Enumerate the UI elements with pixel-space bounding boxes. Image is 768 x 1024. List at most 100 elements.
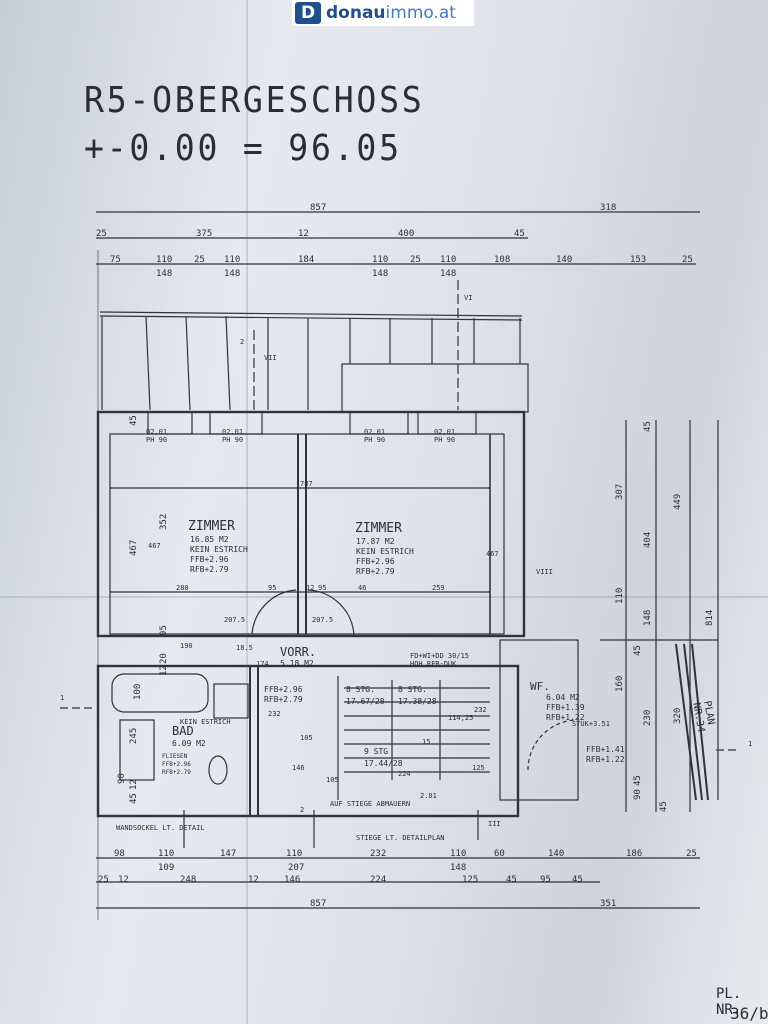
dimension-label: 148 <box>372 269 388 279</box>
dimension-label: 148 <box>450 863 466 873</box>
annotation-label: 12 <box>306 584 314 592</box>
room-rfb: RFB+2.79 <box>190 565 229 574</box>
annotation-label: 259 <box>432 584 445 592</box>
dimension-label: 25 <box>682 255 693 265</box>
dimension-label: 125 <box>462 875 478 885</box>
dimension-label: 110 <box>440 255 456 265</box>
washbasin <box>213 683 249 719</box>
annotation-label: 95 <box>268 584 276 592</box>
annotation-label: 46 <box>358 584 366 592</box>
room-name: VORR. <box>280 645 316 659</box>
dimension-label: 45 <box>514 229 525 239</box>
annotation-label: 467 <box>486 550 499 558</box>
annotation-label: 207.5 <box>224 616 245 624</box>
door-swing <box>307 589 355 637</box>
room-note: KEIN ESTRICH <box>190 545 248 554</box>
plan-title: R5-OBERGESCHOSS <box>84 80 425 121</box>
annotation-label: 1 <box>748 740 752 748</box>
wf-lower-rfb: RFB+1.22 <box>586 755 625 764</box>
dimension-label: 232 <box>370 849 386 859</box>
dimension-label: 153 <box>630 255 646 265</box>
dimension-label: 307 <box>615 484 625 500</box>
annotation-label: VII <box>264 354 277 362</box>
dimension-label: 45 <box>506 875 517 885</box>
toilet <box>208 755 228 785</box>
annotation-label: 2 <box>300 806 304 814</box>
dimension-label: 110 <box>286 849 302 859</box>
annotation-label: 105 <box>326 776 339 784</box>
dimension-label: 207 <box>288 863 304 873</box>
dimension-label: 95 <box>540 875 551 885</box>
shower-tray <box>119 719 155 781</box>
annotation-label: 1 <box>60 694 64 702</box>
annotation-label: 190 <box>180 642 193 650</box>
dimension-label: 75 <box>110 255 121 265</box>
dimension-label: 90 <box>633 789 643 800</box>
balcony-slab <box>341 363 529 413</box>
dimension-label: 110 <box>372 255 388 265</box>
dimension-label: 45 <box>643 421 653 432</box>
dimension-label: 857 <box>310 899 326 909</box>
dimension-label: 108 <box>494 255 510 265</box>
annotation-label: 232 <box>474 706 487 714</box>
hatched-wall <box>675 643 709 801</box>
annotation-label: 787 <box>300 480 313 488</box>
room-area: 16.85 M2 <box>190 535 229 544</box>
stair-value: 17.67/28 <box>346 697 385 706</box>
window <box>147 411 193 435</box>
annotation-label: VIII <box>536 568 553 576</box>
dimension-label: 45 <box>633 645 643 656</box>
room-rfb: RFB+1.22 <box>546 713 585 722</box>
room-rfb: RFB+2.79 <box>162 769 191 776</box>
annotation-label: STIEGE LT. DETAILPLAN <box>356 834 445 842</box>
dimension-label: 375 <box>196 229 212 239</box>
dimension-label: 148 <box>224 269 240 279</box>
dimension-label: 12 <box>248 875 259 885</box>
annotation-label: 2.01 <box>420 792 437 800</box>
dimension-label: 184 <box>298 255 314 265</box>
dimension-label: 400 <box>398 229 414 239</box>
dimension-label: 449 <box>673 494 683 510</box>
dimension-label: 146 <box>284 875 300 885</box>
dimension-label: 467 <box>129 540 139 556</box>
stair-value: 17.38/28 <box>398 697 437 706</box>
annotation-label: 02.01 <box>146 428 167 436</box>
dimension-label: 352 <box>159 514 169 530</box>
annotation-label: 95 <box>318 584 326 592</box>
annotation-label: 280 <box>176 584 189 592</box>
balcony-railing <box>99 311 523 317</box>
annotation-label: 2 <box>240 338 244 346</box>
annotation-label: HOH RFB-DUK <box>410 660 457 668</box>
annotation-label: STUK+3.51 <box>572 720 610 728</box>
dimension-label: 100 <box>133 684 143 700</box>
dimension-label: 320 <box>673 708 683 724</box>
room-note: KEIN ESTRICH <box>356 547 414 556</box>
dimension-label: 140 <box>548 849 564 859</box>
stair-value: 17.44/28 <box>364 759 403 768</box>
stair-label: 8 STG. <box>346 685 375 694</box>
annotation-label: 105 <box>300 734 313 742</box>
sheet-pl-nr: PL. NR. <box>716 986 742 1018</box>
stair-label: 9 STG <box>364 747 388 756</box>
balcony-railing <box>99 315 523 321</box>
stair-label: 8 STG. <box>398 685 427 694</box>
dimension-label: 110 <box>158 849 174 859</box>
annotation-label: 02.01 <box>364 428 385 436</box>
room-area: 6.04 M2 <box>546 693 580 702</box>
logo-mark-icon: D <box>295 2 321 24</box>
dimension-label: 318 <box>600 203 616 213</box>
annotation-label: WANDSOCKEL LT. DETAIL <box>116 824 205 832</box>
annotation-label: FD+WI+DD 30/15 <box>410 652 469 660</box>
dimension-label: 814 <box>705 610 715 626</box>
dimension-label: 110 <box>615 588 625 604</box>
dimension-label: 110 <box>156 255 172 265</box>
dimension-label: 12 <box>129 779 139 790</box>
dimension-label: 160 <box>615 676 625 692</box>
dimension-label: 20 <box>159 653 169 664</box>
vorr-rfb: RFB+2.79 <box>264 695 303 704</box>
donauimmo-logo[interactable]: D donauimmo.at <box>292 0 474 26</box>
window <box>209 411 263 435</box>
annotation-label: VI <box>464 294 472 302</box>
